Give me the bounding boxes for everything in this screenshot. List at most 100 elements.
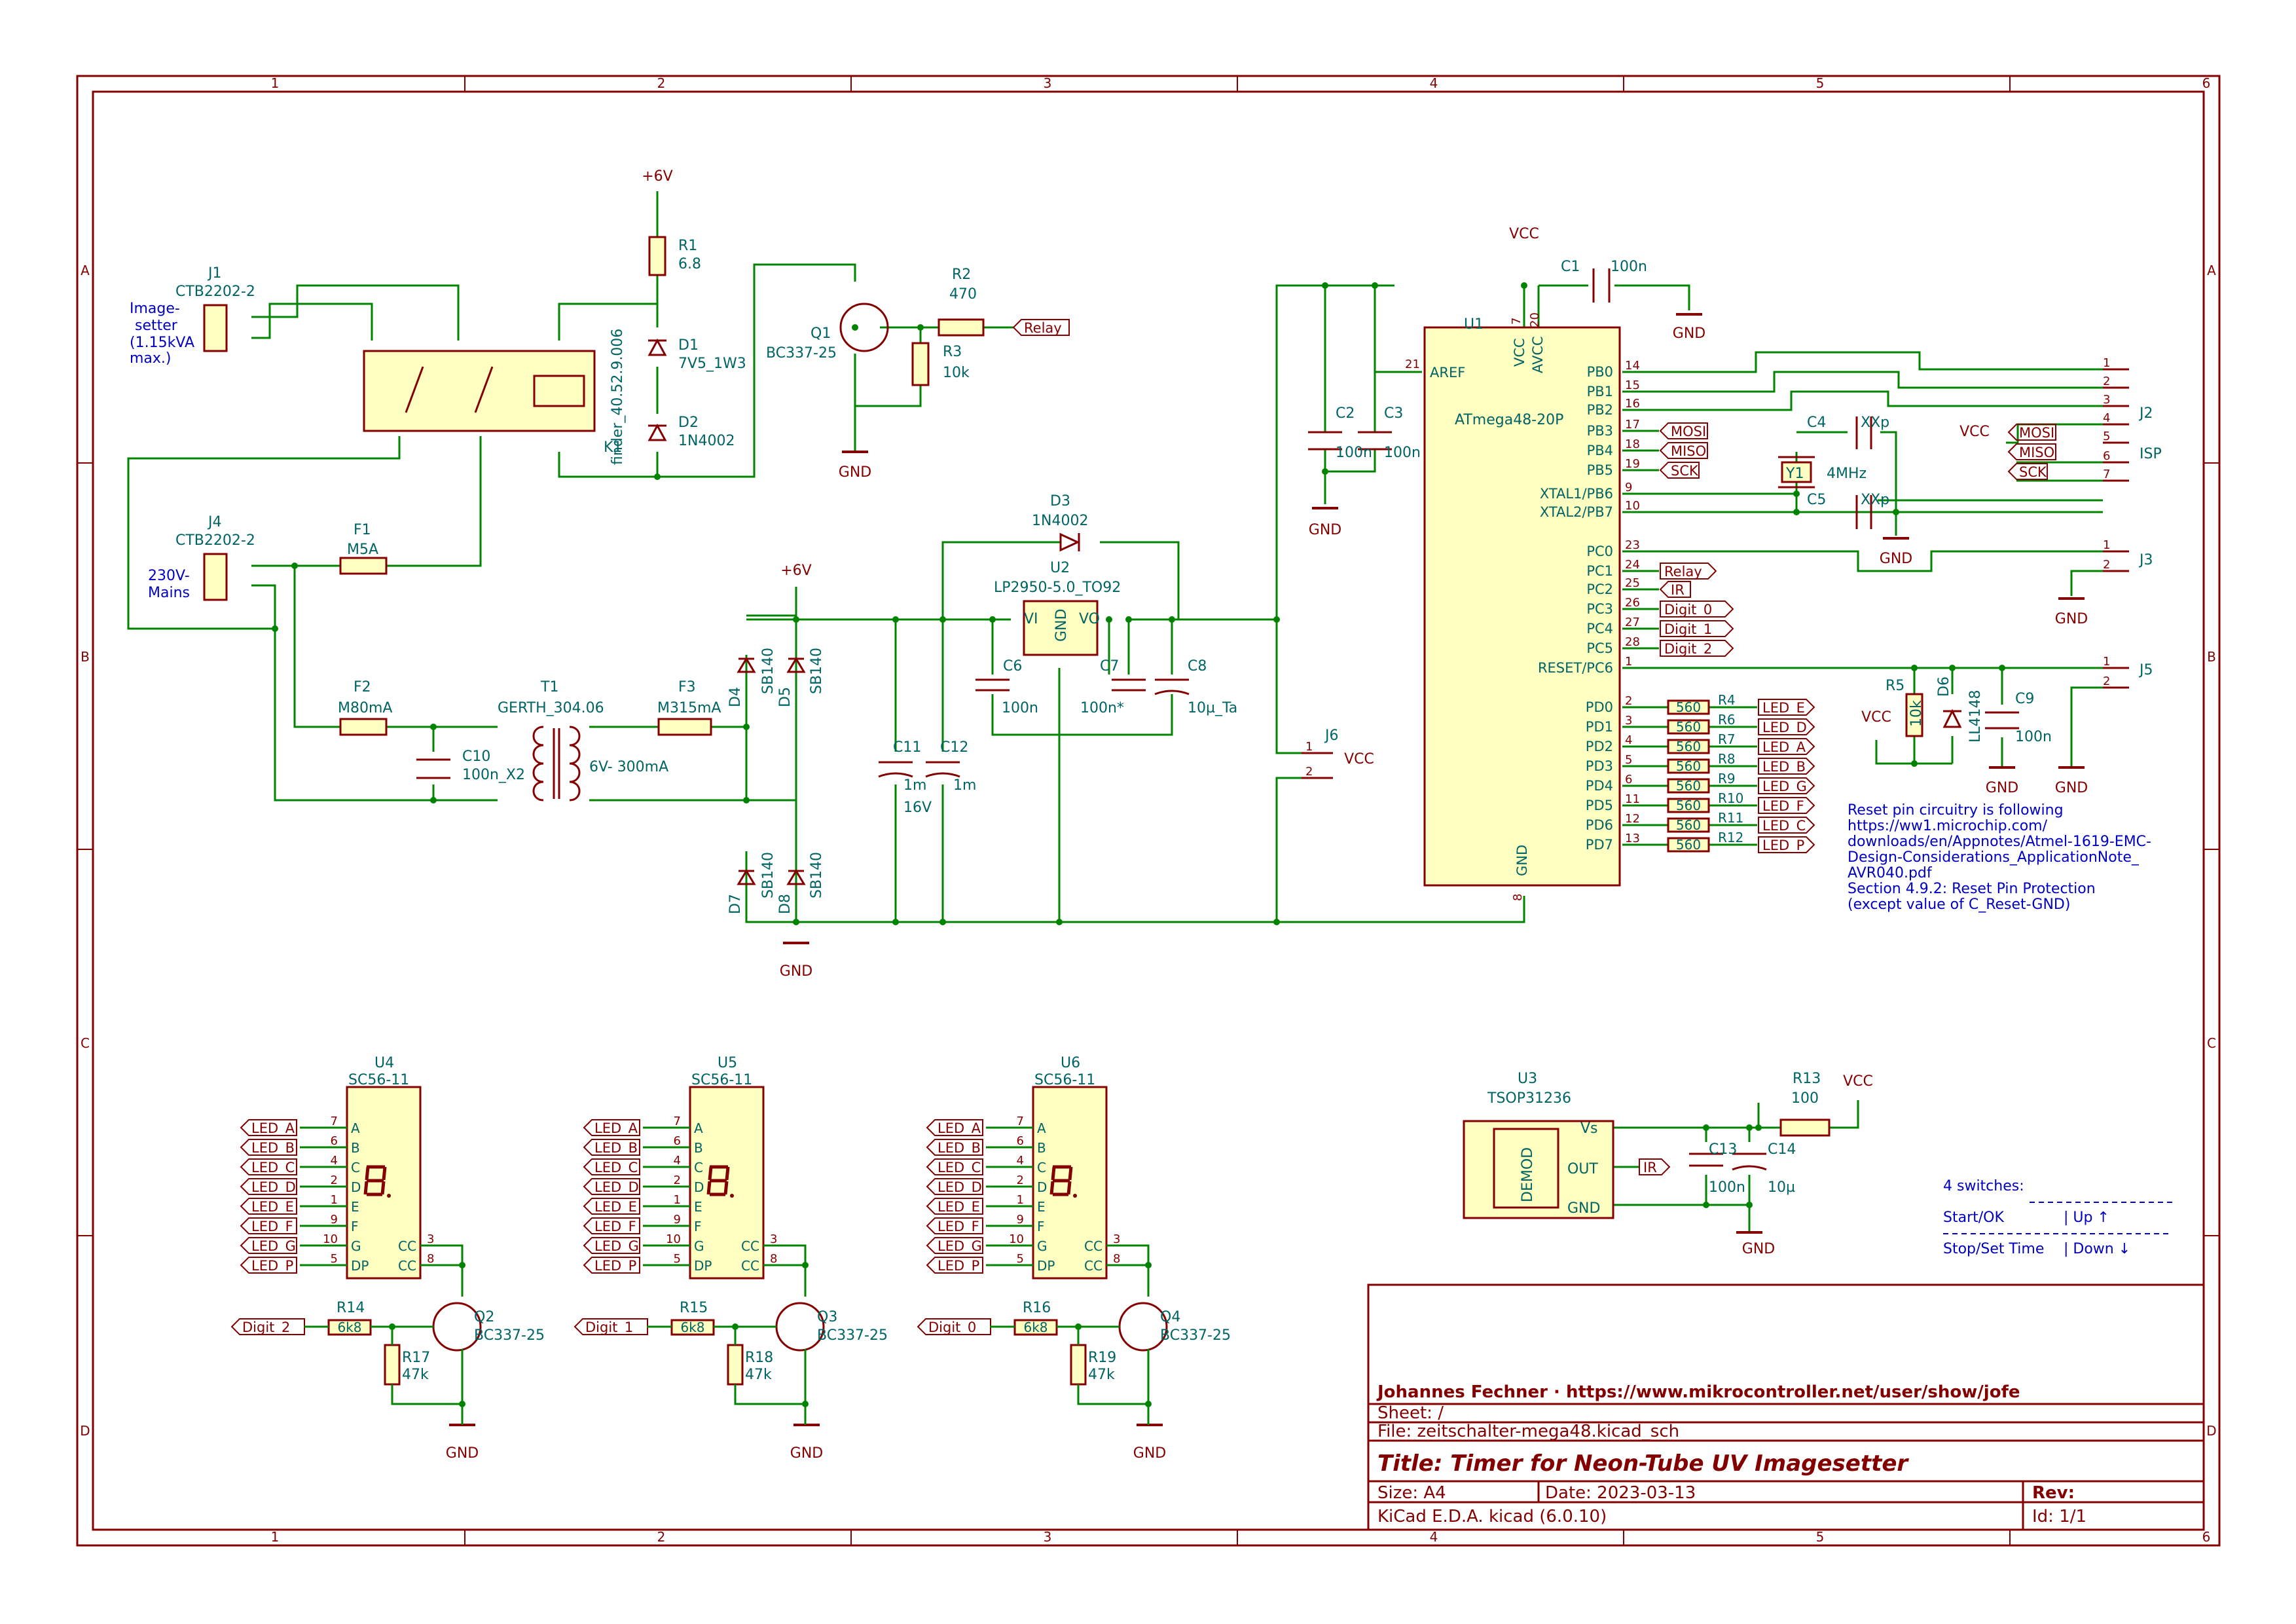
net-label-led-c-shape (1758, 817, 1815, 834)
display-pin-number: 2 (331, 1173, 338, 1187)
display-pin-number: 2 (674, 1173, 681, 1187)
display-segment-label: B (694, 1140, 703, 1156)
net-label-digit0-shape (1660, 600, 1734, 618)
c5-ref: C5 (1807, 492, 1826, 508)
gnd-label: GND (790, 1445, 823, 1462)
title-text: Title: Timer for Neon-Tube UV Imagesette… (1377, 1450, 1909, 1477)
pd-resistor-value: 560 (1676, 837, 1701, 853)
net-label-led-d: LED_D (251, 1179, 296, 1196)
reset-note: (except value of C_Reset-GND) (1848, 896, 2070, 913)
j2-pin-number: 4 (2103, 411, 2110, 425)
segment-mark (723, 1181, 729, 1195)
j6-pin-number: 1 (1305, 740, 1313, 754)
mcu-pin-number: 6 (1625, 773, 1632, 786)
mcu-pin-name: PD7 (1586, 837, 1613, 853)
row-label: A (2207, 263, 2216, 278)
r13-ref: R13 (1793, 1071, 1821, 1087)
mcu-pin-name: PC1 (1586, 563, 1613, 579)
d7-value: SB140 (760, 852, 776, 898)
junction-dot (459, 1262, 465, 1268)
y1-ref: Y1 (1785, 466, 1804, 482)
net-label-led-g: LED_G (938, 1238, 982, 1255)
segment-mark (1051, 1166, 1056, 1181)
net-label-led-b-shape (583, 1139, 640, 1156)
col-label: 4 (1430, 75, 1438, 91)
net-label-led-d: LED_D (594, 1179, 639, 1196)
c12-ref: C12 (940, 739, 968, 756)
r5-ref: R5 (1886, 678, 1904, 694)
net-label-led-b: LED_B (938, 1140, 981, 1156)
j2-pin-number: 2 (2103, 375, 2110, 388)
net-label-led-f-shape (583, 1217, 640, 1234)
mcu-pin-number: 2 (1625, 694, 1632, 708)
gnd-label: GND (1309, 522, 1341, 538)
net-label-led-b: LED_B (594, 1140, 638, 1156)
mcu-pin-name: PB5 (1587, 462, 1613, 478)
junction-dot (989, 616, 996, 623)
junction-dot (1056, 919, 1063, 925)
junction-dot (793, 616, 799, 623)
net-label-led-g-shape (583, 1237, 640, 1254)
junction-dot (1125, 616, 1132, 623)
c1-value: 100n (1611, 259, 1647, 275)
net-label-mosi: MOSI (2019, 425, 2054, 441)
imagesetter-note: max.) (130, 350, 172, 367)
net-label-led-g-shape (1758, 777, 1815, 794)
pulldown-ref: R17 (402, 1350, 430, 1366)
r1-value: 6.8 (678, 256, 701, 272)
mcu-pin-number: 10 (1625, 499, 1640, 513)
f1-ref: F1 (354, 522, 371, 538)
mains-note: 230V- (148, 568, 190, 584)
junction-dot (743, 724, 750, 730)
mcu-pin-number: 13 (1625, 832, 1640, 845)
net-label-miso-shape (1659, 442, 1708, 459)
t1-rating: 6V- 300mA (589, 759, 668, 775)
mcu-pin-number: 7 (1510, 318, 1523, 325)
pd-resistor-ref: R8 (1718, 751, 1736, 767)
mcu-pin-name: PC2 (1586, 581, 1613, 597)
d4-value: SB140 (760, 648, 776, 694)
mcu-pin-number: 27 (1625, 616, 1640, 629)
junction-dot (1999, 665, 2005, 671)
display-pin-number: 4 (674, 1154, 681, 1168)
mcu-pin-number: 24 (1625, 558, 1640, 572)
c11-value: 1m (903, 777, 926, 794)
pulldown-value: 47k (402, 1367, 429, 1383)
transistor-ref: Q3 (817, 1309, 837, 1325)
reset-note: AVR040.pdf (1848, 865, 1933, 881)
base-resistor-value: 6k8 (1023, 1320, 1048, 1335)
display-pin-number: 1 (1017, 1193, 1024, 1207)
segment-mark (365, 1166, 370, 1181)
junction-dot (1106, 616, 1112, 623)
net-label-led-c: LED_C (594, 1160, 638, 1176)
j5-pin-number: 1 (2103, 655, 2110, 669)
pd-resistor-ref: R6 (1718, 712, 1736, 728)
c8-ref: C8 (1188, 658, 1207, 674)
pd-resistor-value: 560 (1676, 699, 1701, 715)
mcu-pin-number: 23 (1625, 538, 1640, 552)
net-label-led-a-shape (1758, 738, 1815, 755)
display-cc-label: CC (741, 1258, 759, 1274)
u2-pin-vo: VO (1079, 611, 1100, 627)
sheet-frame (76, 75, 2221, 1547)
c6-value: 100n (1002, 700, 1038, 716)
display-pin-number: 7 (1017, 1115, 1024, 1128)
c7-ref: C7 (1100, 658, 1119, 674)
gnd-label: GND (1880, 551, 1912, 567)
p6v-label: +6V (642, 168, 672, 185)
gnd-label: GND (2055, 780, 2088, 796)
f2-value: M80mA (338, 700, 392, 716)
j5-ref: J5 (2138, 662, 2153, 678)
net-label-led-p-shape (926, 1257, 983, 1274)
segment-mark (1068, 1166, 1073, 1181)
f2-ref: F2 (354, 679, 371, 695)
net-label-led-d-shape (240, 1178, 297, 1195)
net-label-led-f-shape (1758, 797, 1815, 814)
display-segment-label: F (351, 1219, 359, 1234)
col-label: 3 (1044, 75, 1052, 91)
junction-dot (1145, 1401, 1152, 1407)
j6-ref: J6 (1324, 728, 1339, 744)
transistor-value: BC337-25 (817, 1327, 888, 1344)
reset-note: Section 4.9.2: Reset Pin Protection (1848, 881, 2096, 897)
mcu-pin-name: AREF (1430, 365, 1465, 380)
